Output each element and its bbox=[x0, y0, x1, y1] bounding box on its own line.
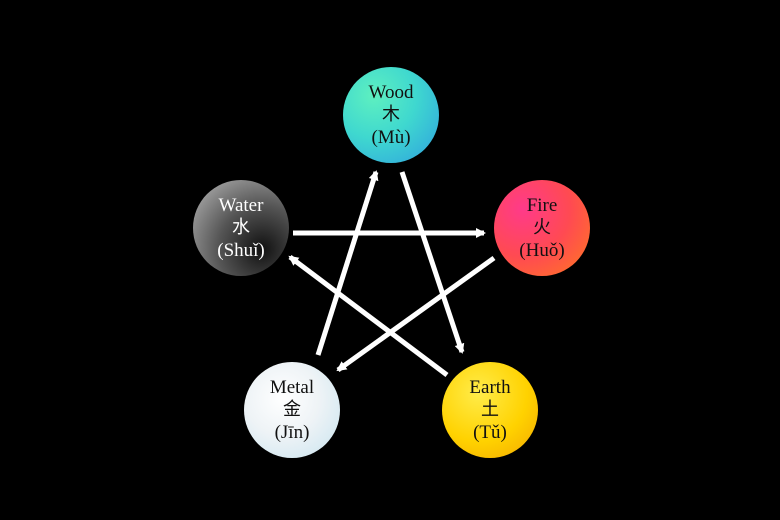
element-pinyin: (Tǔ) bbox=[473, 421, 507, 443]
element-pinyin: (Huǒ) bbox=[519, 239, 565, 261]
element-hanzi: 金 bbox=[283, 399, 301, 421]
element-hanzi: 火 bbox=[533, 217, 551, 239]
arrow-metal-to-wood bbox=[315, 170, 379, 356]
element-wood: Wood 木 (Mù) bbox=[343, 67, 439, 163]
arrow-earth-to-water bbox=[288, 255, 449, 377]
element-name: Metal bbox=[269, 376, 315, 398]
element-name: Wood bbox=[368, 81, 414, 103]
arrow-wood-to-earth bbox=[399, 171, 465, 354]
element-metal: Metal 金 (Jīn) bbox=[244, 362, 340, 458]
element-name: Earth bbox=[469, 376, 511, 398]
element-fire: Fire 火 (Huǒ) bbox=[494, 180, 590, 276]
element-pinyin: (Jīn) bbox=[274, 421, 310, 443]
element-name: Fire bbox=[526, 194, 558, 216]
element-hanzi: 木 bbox=[382, 104, 400, 126]
element-hanzi: 水 bbox=[232, 217, 250, 239]
element-pinyin: (Shuǐ) bbox=[217, 239, 265, 261]
element-water: Water 水 (Shuǐ) bbox=[193, 180, 289, 276]
element-earth: Earth 土 (Tǔ) bbox=[442, 362, 538, 458]
element-name: Water bbox=[218, 194, 264, 216]
arrow-fire-to-metal bbox=[336, 255, 496, 373]
element-pinyin: (Mù) bbox=[371, 126, 411, 148]
element-hanzi: 土 bbox=[481, 399, 499, 421]
